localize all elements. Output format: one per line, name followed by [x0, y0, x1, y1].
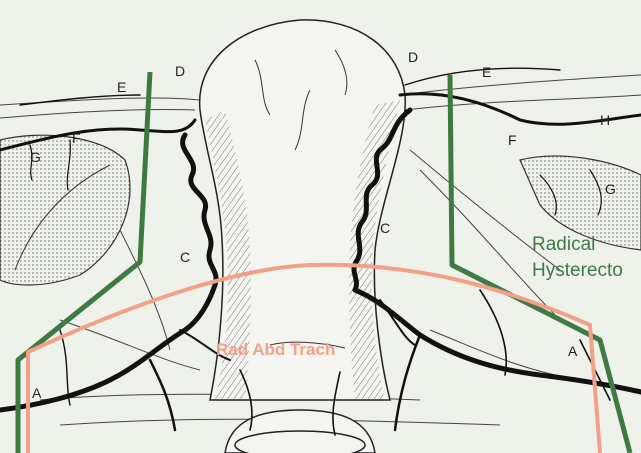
label-h-right: H: [600, 112, 610, 128]
label-d-right: D: [408, 49, 418, 65]
label-f-left: F: [72, 130, 81, 146]
label-f-right: F: [508, 132, 517, 148]
radical-label-line2: Hysterecto: [532, 260, 623, 281]
label-g-left: G: [30, 149, 41, 165]
label-g-right: G: [605, 181, 616, 197]
left-ovary-region: [0, 135, 130, 285]
radical-label-line1: Radical: [532, 234, 595, 255]
label-c-left: C: [180, 249, 190, 265]
label-a-right: A: [568, 343, 578, 359]
label-e-right: E: [482, 64, 491, 80]
label-e-left: E: [117, 79, 126, 95]
uterus: [200, 20, 406, 453]
rad-abd-trach-label: Rad Abd Trach: [216, 340, 335, 359]
label-d-left: D: [175, 63, 185, 79]
label-a-left: A: [32, 385, 42, 401]
label-c-right: C: [380, 220, 390, 236]
